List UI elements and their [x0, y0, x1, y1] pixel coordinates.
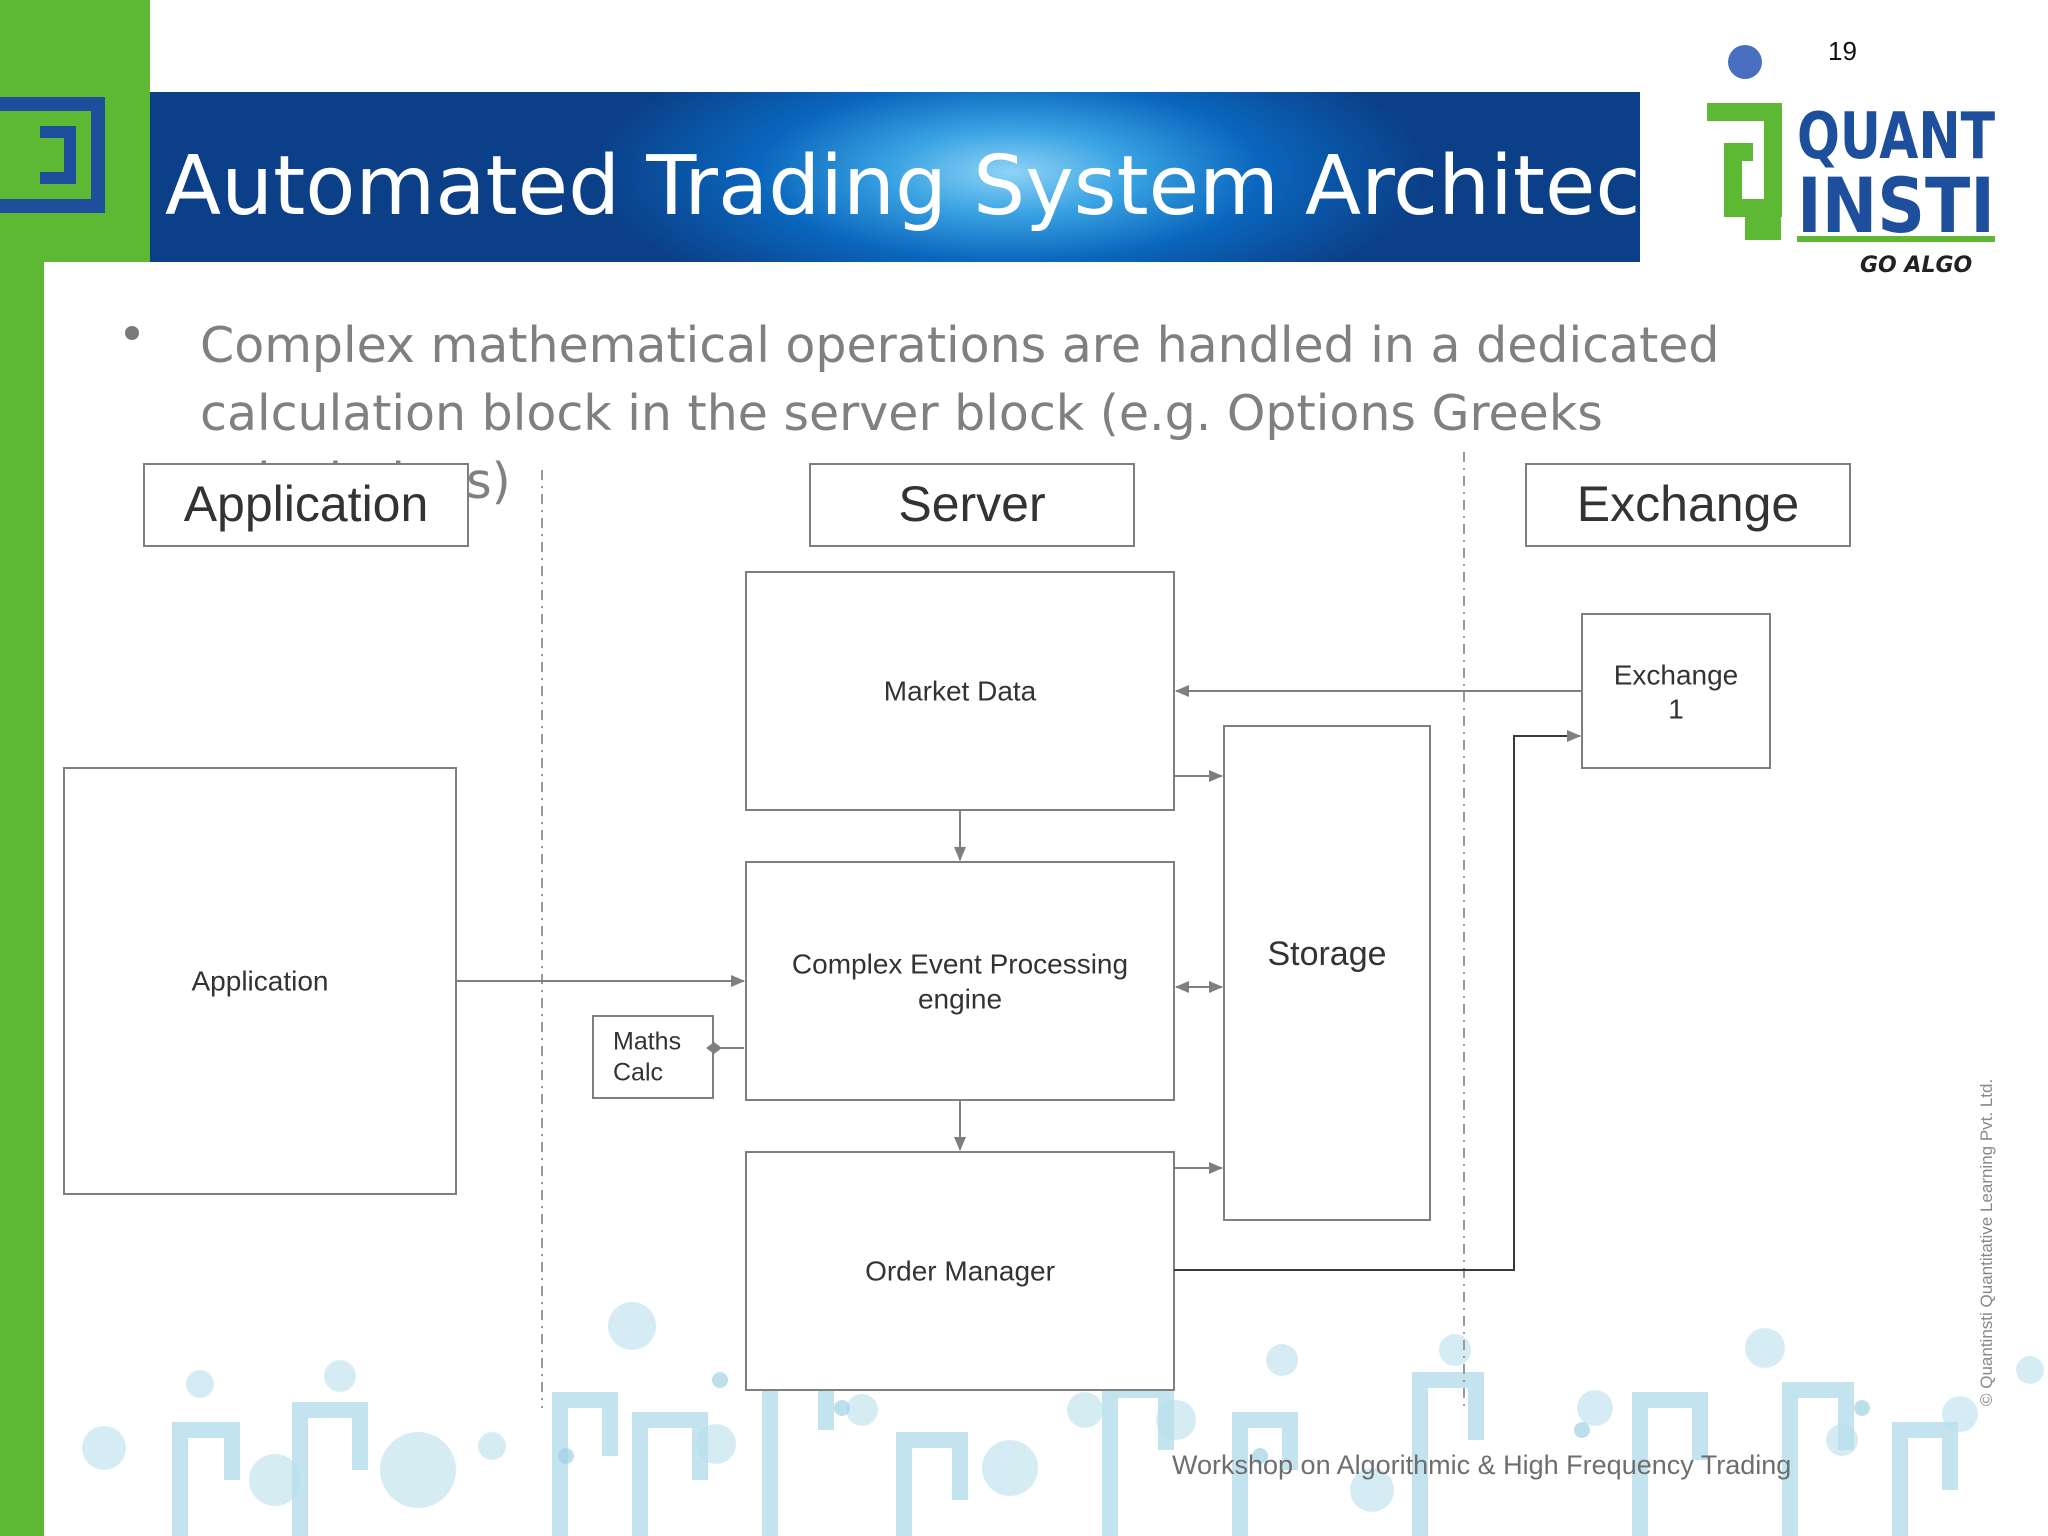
svg-text:engine: engine	[918, 983, 1002, 1014]
bullet-dot	[125, 326, 139, 340]
node-cep-engine: Complex Event Processing engine	[745, 861, 1175, 1101]
svg-text:QUANT: QUANT	[1797, 100, 1995, 174]
svg-text:Market Data: Market Data	[884, 675, 1037, 706]
footer-text: Workshop on Algorithmic & High Frequency…	[1172, 1450, 1792, 1480]
svg-text:1: 1	[1668, 693, 1684, 724]
node-exchange-1: Exchange 1	[1581, 613, 1771, 769]
copyright-vertical: © Quantinsti Quantitative Learning Pvt. …	[1977, 1079, 1996, 1406]
svg-text:Application: Application	[192, 965, 329, 996]
corner-square-icon	[0, 97, 105, 213]
svg-text:© Quantinsti Quantitative Lear: © Quantinsti Quantitative Learning Pvt. …	[1977, 1079, 1996, 1406]
svg-text:Exchange: Exchange	[1577, 476, 1799, 532]
svg-text:Exchange: Exchange	[1614, 659, 1739, 690]
svg-text:Application: Application	[184, 476, 429, 532]
svg-text:Server: Server	[898, 476, 1045, 532]
quantinsti-logo: QUANT INSTI GO ALGO	[1707, 45, 1995, 278]
page-title: Automated Trading System Architecture	[165, 139, 1645, 234]
node-application: Application	[63, 767, 457, 1195]
svg-text:Calc: Calc	[613, 1059, 663, 1087]
svg-text:Storage: Storage	[1267, 935, 1386, 973]
page-number: 19	[1828, 36, 1857, 66]
section-header-exchange: Exchange	[1525, 463, 1851, 547]
node-order-manager: Order Manager	[745, 1151, 1175, 1391]
bullet-text: Complex mathematical operations are hand…	[200, 317, 1720, 510]
node-maths-calc: Maths Calc	[592, 1015, 714, 1099]
node-market-data: Market Data	[745, 571, 1175, 811]
section-header-server: Server	[809, 463, 1135, 547]
svg-text:Order Manager: Order Manager	[865, 1255, 1055, 1286]
svg-text:Maths: Maths	[613, 1028, 681, 1056]
title-band	[150, 92, 1640, 262]
section-header-application: Application	[143, 463, 469, 547]
svg-text:Complex Event Processing: Complex Event Processing	[792, 948, 1128, 979]
node-storage: Storage	[1223, 725, 1431, 1221]
svg-text:GO ALGO: GO ALGO	[1860, 253, 1972, 278]
svg-text:INSTI: INSTI	[1797, 161, 1995, 250]
arrow-order-manager-to-exchange	[1174, 730, 1581, 1271]
